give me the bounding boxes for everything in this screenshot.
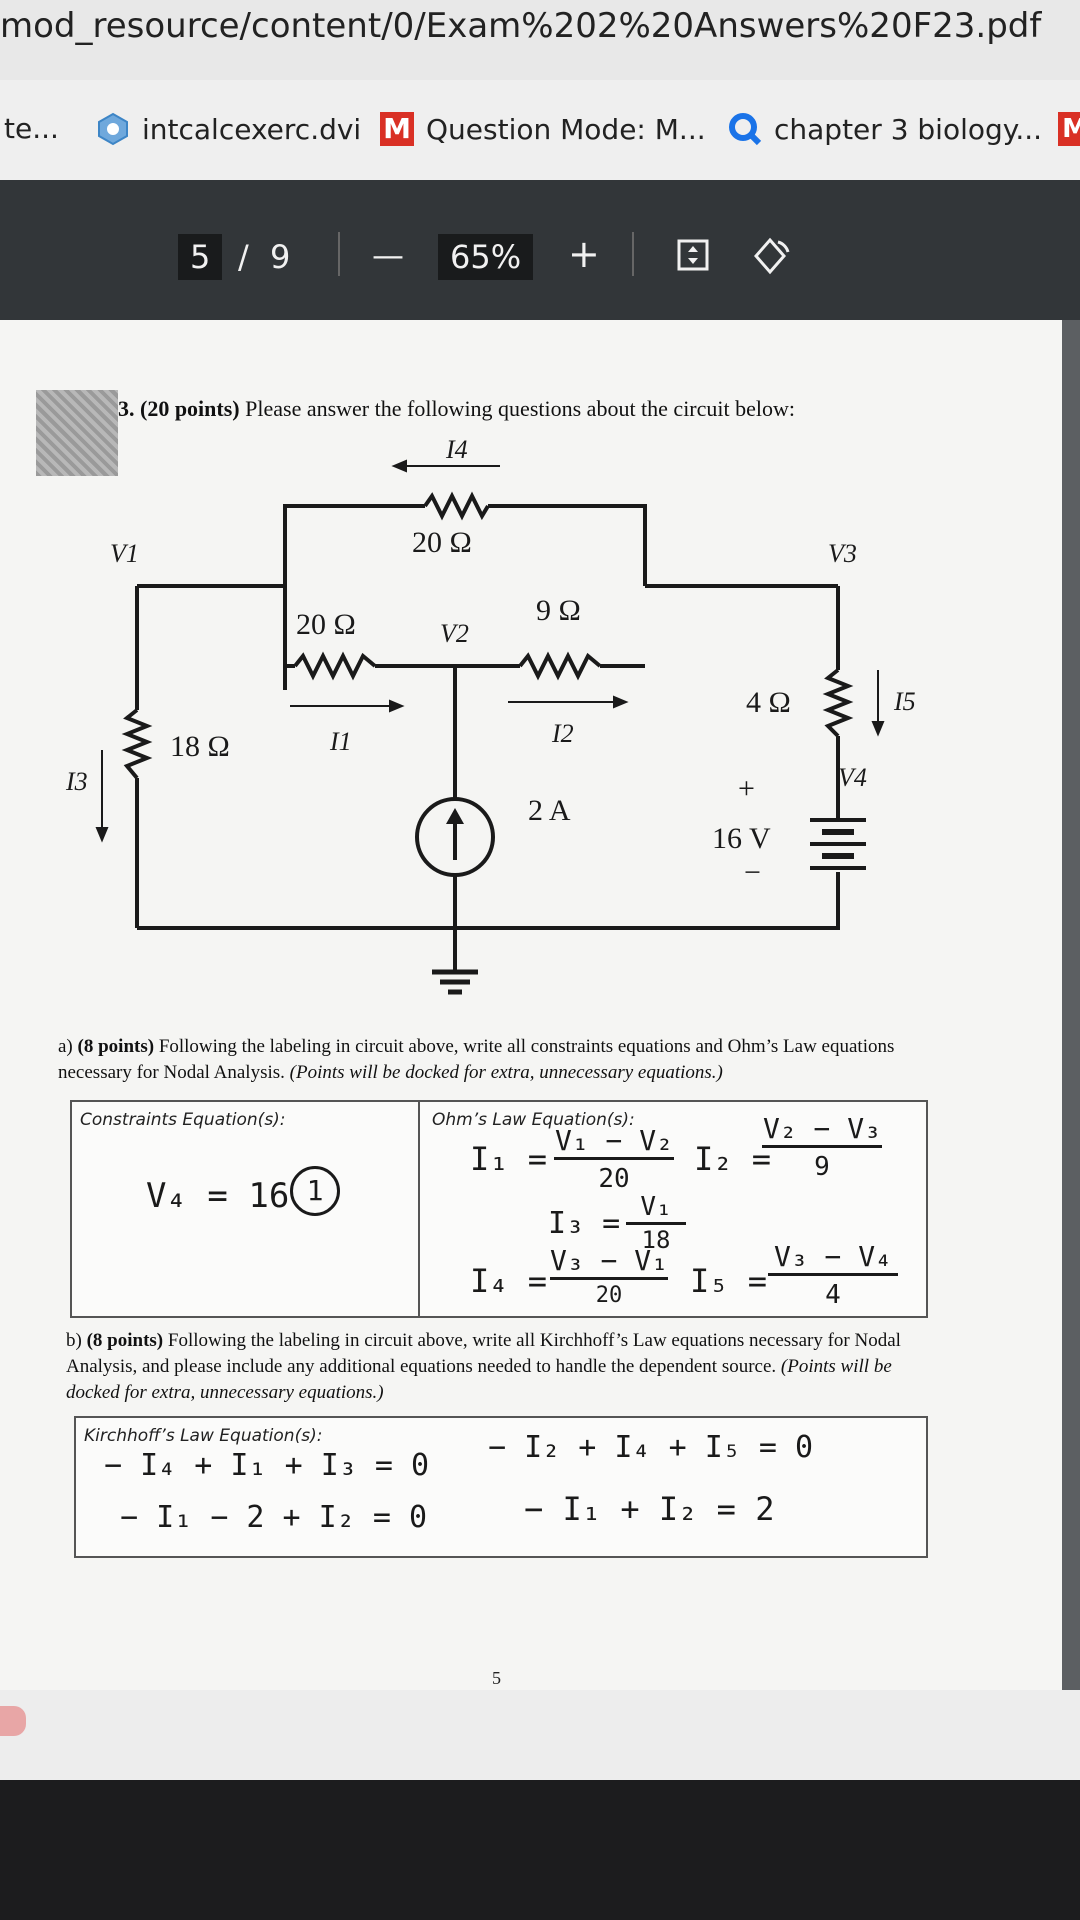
label-current-source: 2 A [528,794,571,827]
eq-i1-num: V₁ − V₂ [554,1124,674,1160]
eq-i3-num: V₁ [626,1192,686,1225]
label-r-left: 20 Ω [296,608,356,641]
eq-i2-num: V₂ − V₃ [762,1112,882,1148]
resistor-side [121,708,153,780]
label-i1: I1 [329,727,352,756]
fit-page-icon[interactable] [676,238,710,280]
bookmark-te[interactable]: te... [4,112,59,145]
part-b-answer-box [74,1416,928,1558]
bookmark-m[interactable]: M [1058,112,1080,146]
eq-i2-den: 9 [814,1152,830,1182]
eq-i3-lhs: I₃ = [548,1206,621,1241]
constraints-header: Constraints Equation(s): [80,1110,286,1130]
page-total: 9 [270,238,291,276]
eq-i2-lhs: I₂ = [694,1140,772,1178]
question-header: 3. (20 points) Please answer the followi… [118,396,795,422]
eq-i3-den: 18 [641,1226,671,1254]
label-i4: I4 [445,435,468,464]
resistor-top [423,491,490,521]
lower-window-strip [0,1690,1080,1780]
globe-icon [96,112,130,146]
toolbar-divider [632,232,634,276]
kcl-equation-4: − I₁ + I₂ = 2 [524,1490,775,1528]
label-v2: V2 [440,619,469,648]
ground-symbol [432,969,478,995]
bookmark-chapter3[interactable]: chapter 3 biology... [728,112,1042,146]
page-number: 5 [492,1668,501,1688]
label-plus: + [738,772,755,805]
m-logo-icon: M [1058,112,1080,146]
bookmark-label: te... [4,112,59,145]
label-r-mid: 9 Ω [536,594,581,627]
kcl-equation-2: − I₁ − 2 + I₂ = 0 [120,1500,428,1535]
bookmark-label: intcalcexerc.dvi [142,112,362,146]
ohms-header: Ohm’s Law Equation(s): [432,1110,635,1130]
box-divider [418,1100,420,1316]
resistor-mid [518,651,602,681]
eq-i1-lhs: I₁ = [470,1140,548,1178]
constraint-equation: V₄ = 16 [146,1176,290,1216]
rotate-icon[interactable] [748,234,792,286]
circuit-diagram: I4 V1 V2 V3 V4 I1 I2 I3 I5 20 Ω 20 Ω 9 Ω… [65,435,916,995]
eq-i5-num: V₃ − V₄ [768,1240,898,1276]
eq-i4-lhs: I₄ = [470,1262,548,1300]
resistor-left [293,651,377,681]
eq-i4-num: V₃ − V₁ [550,1244,668,1280]
question-number: 3. [118,396,135,421]
label-i3: I3 [65,767,88,796]
side-tab-icon[interactable] [0,1706,26,1736]
part-b-text: b) (8 points) Following the labeling in … [66,1330,901,1403]
page-number-input[interactable]: 5 [178,234,223,280]
label-r-right: 4 Ω [746,686,791,719]
zoom-input[interactable]: 65% [438,234,534,280]
question-prompt: Please answer the following questions ab… [245,396,795,421]
screen-bottom [0,1690,1080,1920]
label-r-side: 18 Ω [170,730,230,763]
voltage-source [810,818,866,870]
search-icon [728,112,762,146]
zoom-out-button[interactable]: — [372,236,404,274]
bookmark-label: chapter 3 biology... [774,112,1043,146]
eq-i1-den: 20 [598,1164,630,1194]
bookmark-question-mode[interactable]: M Question Mode: M... [380,112,706,146]
question-points: (20 points) [140,396,240,421]
kcl-equation-1: − I₄ + I₁ + I₃ = 0 [104,1448,430,1483]
page-separator: / [238,238,249,276]
eq-i5-den: 4 [825,1280,841,1310]
part-a-answer-box [70,1100,928,1318]
m-logo-icon: M [380,112,414,146]
url-text[interactable]: mod_resource/content/0/Exam%202%20Answer… [0,6,1042,46]
address-bar[interactable]: mod_resource/content/0/Exam%202%20Answer… [0,0,1080,80]
score-mark: 1 [290,1166,340,1216]
eq-i5-lhs: I₅ = [690,1262,768,1300]
redacted-block [36,390,118,476]
label-i5: I5 [893,687,916,716]
resistor-right [822,668,854,738]
label-v1: V1 [110,539,139,568]
zoom-in-button[interactable]: + [568,232,600,276]
label-v3: V3 [828,539,857,568]
bookmark-label: Question Mode: M... [426,112,706,146]
kcl-header: Kirchhoff’s Law Equation(s): [84,1426,323,1446]
label-i2: I2 [551,719,574,748]
kcl-equation-3: − I₂ + I₄ + I₅ = 0 [488,1430,814,1465]
label-minus: − [744,856,761,889]
bookmark-intcalcexerc[interactable]: intcalcexerc.dvi [96,112,361,146]
zoom-value: 65% [450,238,522,276]
label-v4: V4 [838,763,867,792]
label-voltage-source: 16 V [712,822,771,855]
toolbar-divider [338,232,340,276]
page-current: 5 [190,238,211,276]
pdf-toolbar: 5 / 9 — 65% + [0,180,1080,320]
eq-i4-den: 20 [595,1283,623,1308]
label-r-top: 20 Ω [412,526,472,559]
part-a-text: a) (8 points) Following the labeling in … [58,1036,895,1083]
bookmarks-bar: te... intcalcexerc.dvi M Question Mode: … [0,80,1080,181]
